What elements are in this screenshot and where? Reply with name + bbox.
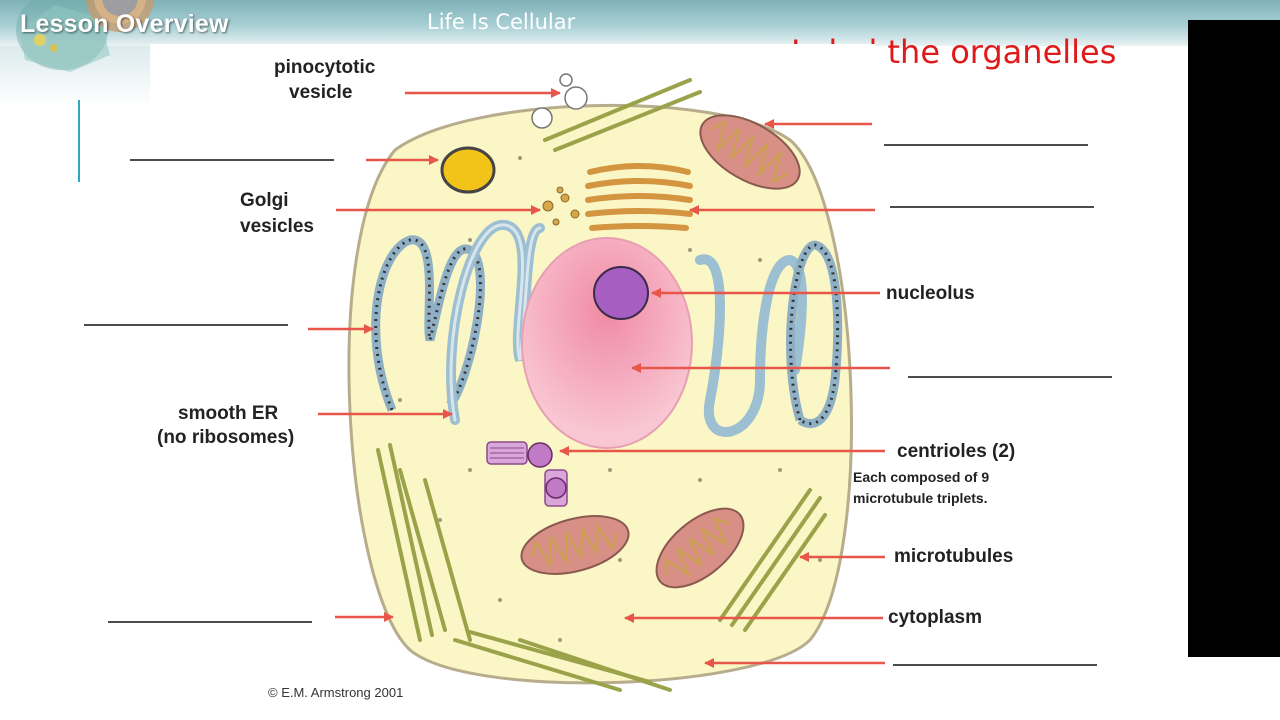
- pinocytotic-vesicles: [531, 73, 588, 129]
- accent-line: [78, 100, 80, 182]
- label-pinocytotic-line2: vesicle: [289, 82, 352, 103]
- label-golgi-vesicles-line1: Golgi: [240, 190, 289, 211]
- label-arrows: [308, 88, 890, 668]
- microtubule-bundles: [376, 78, 827, 692]
- label-centrioles: centrioles (2): [897, 441, 1015, 462]
- label-nucleolus: nucleolus: [886, 283, 975, 304]
- golgi-vesicles: [542, 186, 580, 226]
- label-smooth-er-line2: (no ribosomes): [157, 427, 294, 448]
- topic-title: Life Is Cellular: [427, 10, 576, 34]
- side-panel: [1188, 20, 1280, 657]
- lesson-title: Lesson Overview: [20, 10, 229, 38]
- rough-er-left: [371, 235, 485, 412]
- vacuole: [440, 146, 496, 194]
- golgi-apparatus: [585, 163, 693, 231]
- label-pinocytotic-line1: pinocytotic: [274, 57, 376, 78]
- label-microtubules: microtubules: [894, 546, 1013, 567]
- label-cytoplasm: cytoplasm: [888, 607, 982, 628]
- label-centrioles-note-line1: Each composed of 9: [853, 469, 989, 485]
- diatom-logo-icon: [16, 0, 154, 72]
- centrioles: [486, 441, 568, 507]
- label-smooth-er-line1: smooth ER: [178, 403, 279, 424]
- label-copyright: © E.M. Armstrong 2001: [268, 685, 403, 700]
- mitochondrion-bottom-right: [655, 507, 745, 589]
- rough-er-far-right: [786, 240, 843, 429]
- header-band: [0, 0, 1280, 46]
- mitochondrion-bottom-left: [520, 515, 630, 575]
- label-centrioles-note-line2: microtubule triplets.: [853, 490, 988, 506]
- nucleus: [521, 237, 693, 449]
- nucleolus: [593, 266, 649, 320]
- label-golgi-vesicles-line2: vesicles: [240, 216, 314, 237]
